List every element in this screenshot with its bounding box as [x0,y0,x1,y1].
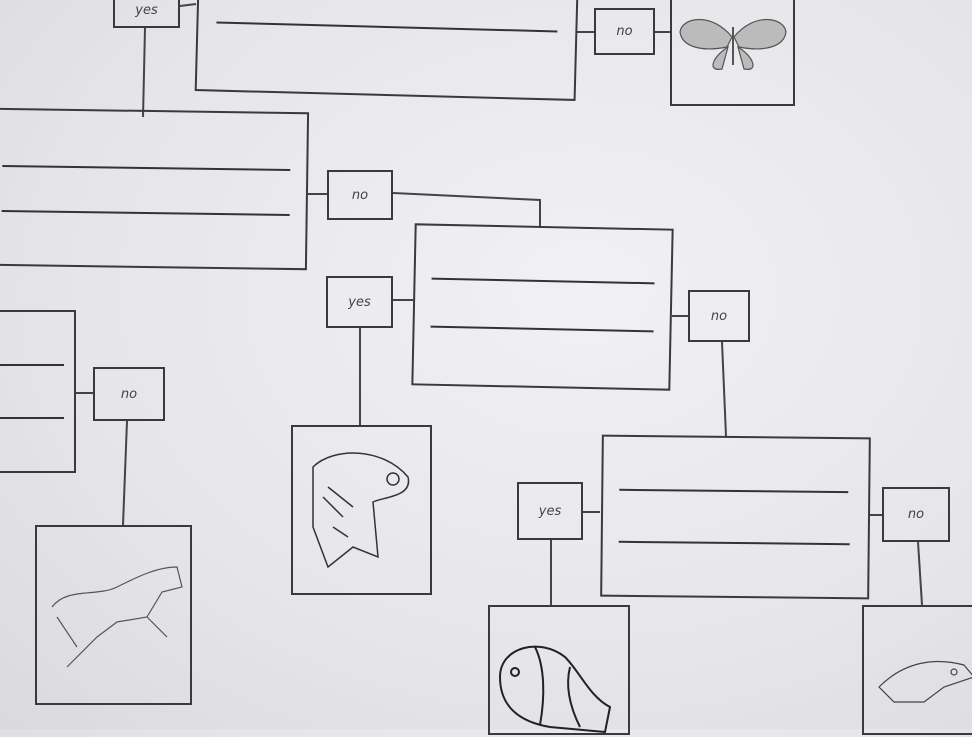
question-box-top [194,0,579,101]
yes-label: yes [326,276,393,328]
no-label: no [594,8,655,55]
question-box-bottom [600,434,871,600]
no-label: no [327,170,393,220]
yes-label: yes [517,482,583,540]
fox-icon [51,566,183,668]
butterfly-picture [670,0,795,106]
lizard-picture [862,605,972,735]
question-box-far-left [0,310,76,473]
no-label: no [93,367,165,421]
frog-icon [312,452,410,569]
yes-label: yes [113,0,180,28]
clownfish-picture [488,605,630,735]
clownfish-icon [498,645,612,734]
no-label: no [882,487,950,542]
frog-picture [291,425,432,595]
fox-picture [35,525,192,705]
butterfly-icon [679,19,787,70]
question-box-left [0,107,310,271]
no-label: no [688,290,750,342]
lizard-icon [878,660,972,703]
question-box-middle [411,223,674,391]
